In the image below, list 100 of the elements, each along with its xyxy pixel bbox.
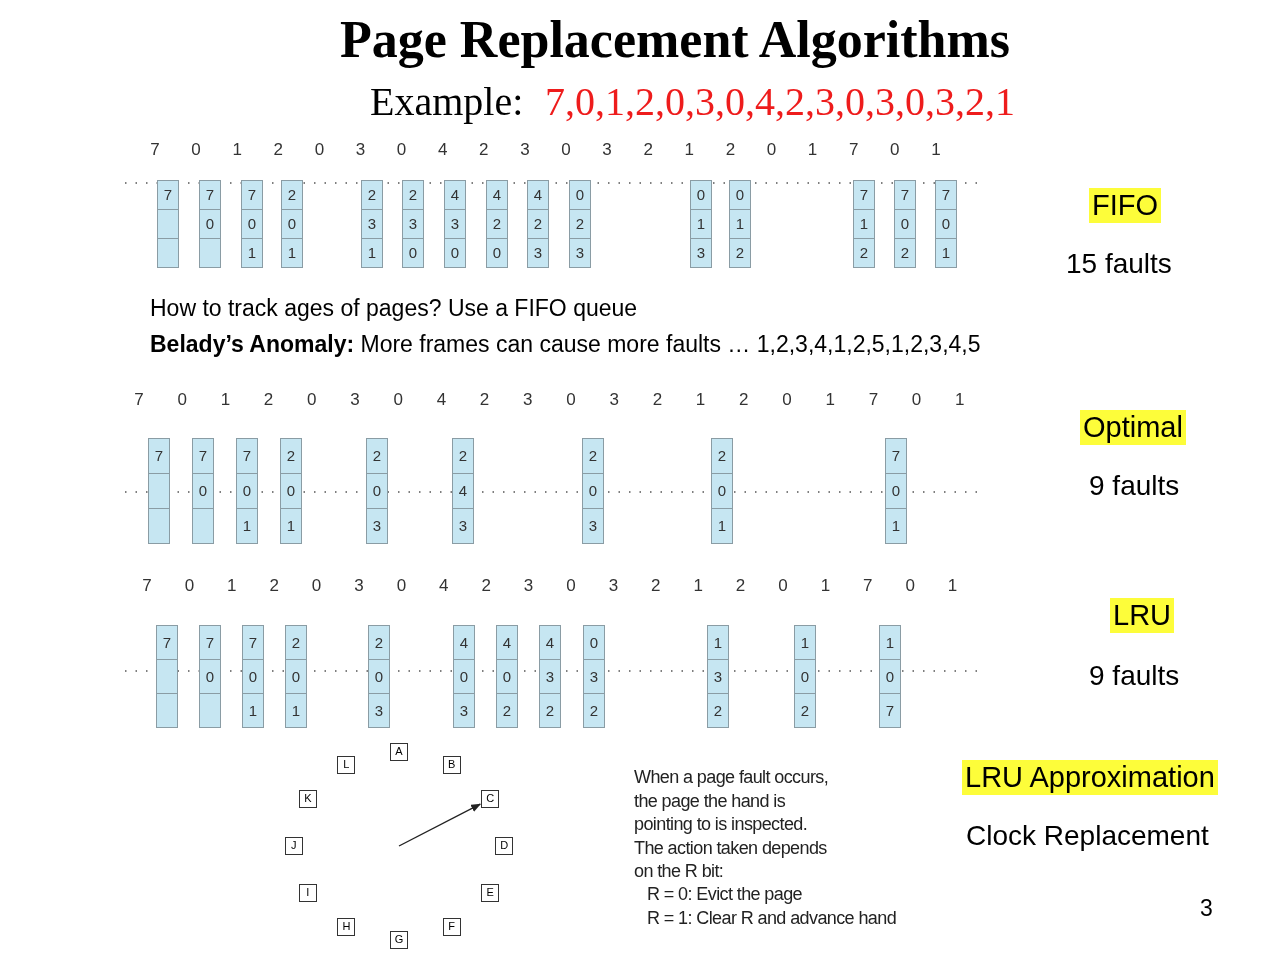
reference-digit: 0	[911, 390, 922, 410]
reference-digit: 4	[436, 390, 447, 410]
frame-cell: 1	[281, 238, 303, 268]
reference-digit: 1	[220, 390, 231, 410]
frame-cell: 3	[368, 693, 390, 728]
frame-cell: 0	[935, 209, 957, 239]
frame-cell: 0	[199, 659, 221, 694]
reference-digit: 7	[142, 576, 152, 596]
frame-cell: 2	[539, 693, 561, 728]
reference-digit: 0	[314, 140, 325, 160]
frame-cell: 0	[894, 209, 916, 239]
frame-cell: 3	[361, 209, 383, 239]
page-frame: L	[337, 755, 356, 774]
frame-cell: 0	[281, 209, 303, 239]
reference-digit: 2	[725, 140, 736, 160]
frame-cell: 1	[236, 508, 258, 544]
algorithm-name: LRU	[1110, 598, 1174, 633]
reference-digit: 0	[311, 576, 322, 596]
frame-cell: 2	[894, 238, 916, 268]
reference-digit: 2	[651, 576, 661, 596]
frame-cell: 3	[582, 508, 604, 544]
frame-cell: 0	[368, 659, 390, 694]
reference-digit: 3	[520, 140, 530, 160]
page-frame: C	[481, 790, 500, 808]
reference-digit: 7	[848, 140, 859, 160]
frame-cell: 0	[583, 625, 605, 660]
frame-cell: 2	[496, 693, 518, 728]
frame-cell: 1	[707, 625, 729, 660]
fault-count: 15 faults	[1066, 248, 1172, 280]
frame-cell: 2	[452, 438, 474, 474]
reference-digit: 0	[396, 140, 407, 160]
frame-cell: 1	[794, 625, 816, 660]
frame-cell: 4	[527, 180, 549, 210]
reference-digit: 4	[439, 576, 449, 596]
frame-cell: 0	[242, 659, 264, 694]
frame-cell: 7	[157, 180, 179, 210]
example-label: Example:	[370, 78, 524, 125]
frame-cell: 2	[582, 438, 604, 474]
frame-cell: 2	[794, 693, 816, 728]
frame-cell: 2	[285, 625, 307, 660]
frame-cell: 0	[192, 473, 214, 509]
frame-cell: 3	[444, 209, 466, 239]
frame-cell: 7	[156, 625, 178, 660]
reference-digit: 0	[561, 140, 571, 160]
frame-cell: 2	[368, 625, 390, 660]
reference-digit: 0	[782, 390, 792, 410]
frame-cell: 4	[486, 180, 508, 210]
frame-cell: 3	[402, 209, 424, 239]
frame-cell: 1	[280, 508, 302, 544]
frame-cell: 2	[280, 438, 302, 474]
reference-digit: 2	[479, 390, 490, 410]
reference-digit: 2	[479, 140, 489, 160]
reference-digit: 1	[947, 576, 958, 596]
explanation-text: When a page fault occurs, the page the hand is pointing to is inspected. The action taken depends on the R bit:	[634, 766, 830, 883]
frame-cell: 2	[711, 438, 733, 474]
frame-cell: 3	[569, 238, 591, 268]
algorithm-name: FIFO	[1089, 188, 1162, 223]
reference-digit: 2	[739, 390, 749, 410]
frame-cell: 1	[885, 508, 907, 544]
reference-digit: 0	[566, 390, 576, 410]
frame-cell: 2	[486, 209, 508, 239]
frame-cell: 3	[452, 508, 474, 544]
reference-digit: 3	[523, 576, 534, 596]
reference-digit: 0	[191, 140, 201, 160]
frame-cell: 1	[935, 238, 957, 268]
frame-cell: 2	[569, 209, 591, 239]
frame-cell: 3	[690, 238, 712, 268]
frame-cell: 0	[729, 180, 751, 210]
frame-cell: 0	[885, 473, 907, 509]
fault-count: 9 faults	[1089, 470, 1180, 502]
frame-cell: 0	[402, 238, 424, 268]
frame-cell: 0	[444, 238, 466, 268]
frame-cell: 2	[402, 180, 424, 210]
algorithm-name: LRU Approximation	[962, 760, 1218, 795]
reference-digit: 0	[184, 576, 195, 596]
frame-cell: 7	[199, 180, 221, 210]
note-text: Belady’s Anomaly: More frames can cause more faults … 1,2,3,4,1,2,5,1,2,3,4,5	[150, 331, 981, 358]
frame-cell: 0	[236, 473, 258, 509]
reference-digit: 2	[263, 390, 274, 410]
reference-digit: 2	[652, 390, 663, 410]
frame-cell: 1	[361, 238, 383, 268]
page-frame: B	[442, 755, 461, 774]
page-frame: J	[284, 837, 303, 855]
frame-cell: 7	[236, 438, 258, 474]
reference-digit: 7	[863, 576, 873, 596]
reference-digit: 0	[393, 390, 403, 410]
reference-digit: 0	[778, 576, 788, 596]
frame-cell: 7	[199, 625, 221, 660]
reference-digit: 1	[693, 576, 703, 596]
reference-digit: 1	[931, 140, 941, 160]
rule-text: R = 0: Evict the page	[647, 884, 802, 905]
reference-digit: 0	[566, 576, 576, 596]
reference-digit: 0	[396, 576, 407, 596]
page-frame: E	[481, 884, 500, 902]
frame-cell: 7	[853, 180, 875, 210]
reference-digit: 3	[354, 576, 364, 596]
frame-cell: 0	[879, 659, 901, 694]
reference-digit: 3	[608, 576, 619, 596]
page-frame: F	[442, 918, 461, 937]
frame-cell: 4	[444, 180, 466, 210]
